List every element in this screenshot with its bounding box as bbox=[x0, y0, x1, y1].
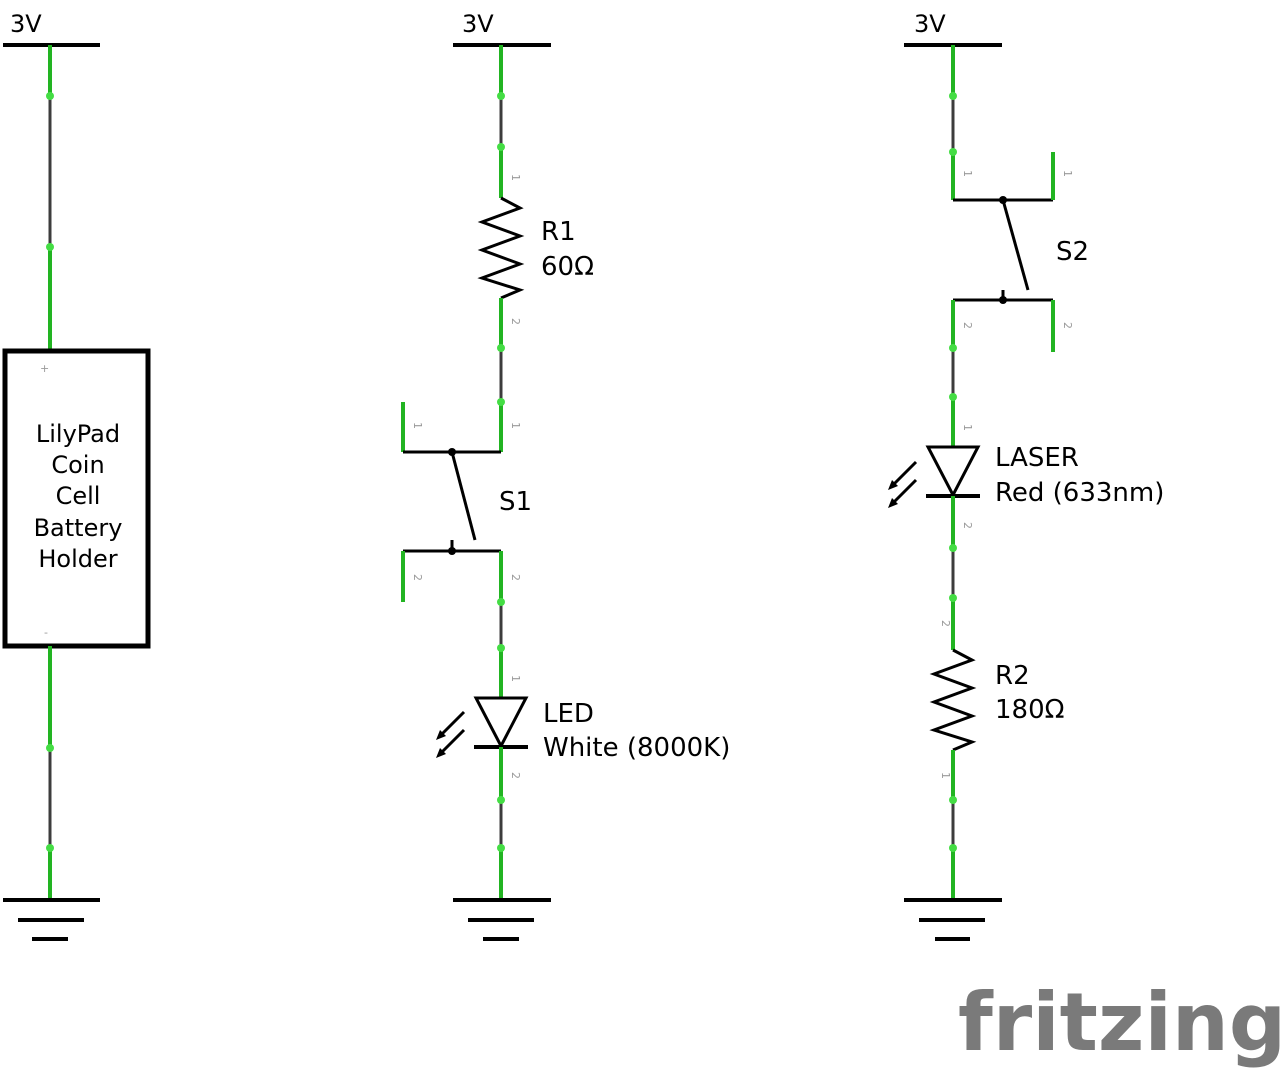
led-value: White (8000K) bbox=[543, 733, 730, 763]
battery-branch: 3V + - LilyPad Coin Cell Battery Holder bbox=[2, 10, 151, 941]
laser-name: LASER bbox=[995, 443, 1079, 473]
wire-node[interactable] bbox=[949, 796, 957, 804]
battery-plus-label: + bbox=[40, 362, 49, 375]
r1-pin-label: 2 bbox=[509, 318, 522, 325]
wire-node[interactable] bbox=[497, 344, 505, 352]
r2-value: 180Ω bbox=[995, 695, 1065, 725]
switch-s1[interactable] bbox=[401, 402, 503, 602]
battery-label-line: Battery bbox=[34, 514, 123, 542]
r2-pin-label: 2 bbox=[939, 620, 952, 627]
laser-branch: 3V 1 1 2 2 S2 bbox=[888, 10, 1164, 941]
battery-label-line: Coin bbox=[51, 451, 104, 479]
wire-node[interactable] bbox=[949, 92, 957, 100]
s1-pin-label: 1 bbox=[411, 422, 424, 429]
wire-node[interactable] bbox=[497, 796, 505, 804]
wire-node[interactable] bbox=[497, 92, 505, 100]
r1-value: 60Ω bbox=[541, 252, 594, 282]
ground-symbol-middle bbox=[453, 898, 551, 941]
s2-name: S2 bbox=[1056, 237, 1089, 267]
r1-name: R1 bbox=[541, 217, 576, 247]
wire-node[interactable] bbox=[949, 344, 957, 352]
wire-node[interactable] bbox=[497, 598, 505, 606]
laser-pin-label: 1 bbox=[961, 424, 974, 431]
resistor-r1[interactable] bbox=[477, 196, 525, 300]
ground-symbol-right bbox=[904, 898, 1002, 941]
led-branch: 3V 1 2 R1 60Ω 1 bbox=[401, 10, 730, 941]
supply-label-right: 3V bbox=[914, 10, 946, 38]
wire-node[interactable] bbox=[497, 398, 505, 406]
fritzing-logo: fritzing bbox=[958, 976, 1280, 1069]
wire-node[interactable] bbox=[46, 744, 54, 752]
s2-pin-label: 1 bbox=[961, 170, 974, 177]
resistor-r2[interactable] bbox=[929, 648, 977, 752]
r2-name: R2 bbox=[995, 661, 1030, 691]
wire-node[interactable] bbox=[949, 393, 957, 401]
s1-pin-label: 1 bbox=[509, 422, 522, 429]
battery-label-line: Holder bbox=[38, 545, 117, 573]
s2-pin-label: 1 bbox=[1061, 170, 1074, 177]
wire-node[interactable] bbox=[46, 243, 54, 251]
wire-node[interactable] bbox=[497, 644, 505, 652]
battery-label-line: Cell bbox=[56, 482, 101, 510]
s2-pin-label: 2 bbox=[961, 322, 974, 329]
wire-node[interactable] bbox=[949, 844, 957, 852]
wire-node[interactable] bbox=[497, 844, 505, 852]
battery-minus-label: - bbox=[44, 626, 48, 639]
led-pin-label: 2 bbox=[509, 772, 522, 779]
laser-value: Red (633nm) bbox=[995, 478, 1164, 508]
wire-node[interactable] bbox=[949, 148, 957, 156]
r2-pin-label: 1 bbox=[939, 772, 952, 779]
supply-label-left: 3V bbox=[10, 10, 42, 38]
ground-symbol-left bbox=[3, 898, 100, 941]
laser-diode-symbol[interactable] bbox=[888, 445, 981, 508]
r1-pin-label: 1 bbox=[509, 174, 522, 181]
wire-node[interactable] bbox=[949, 594, 957, 602]
led-pin-label: 1 bbox=[509, 675, 522, 682]
wire-node[interactable] bbox=[46, 844, 54, 852]
s1-pin-label: 2 bbox=[411, 574, 424, 581]
led-diode-symbol[interactable] bbox=[436, 696, 529, 758]
switch-s2[interactable] bbox=[953, 152, 1055, 352]
supply-label-middle: 3V bbox=[462, 10, 494, 38]
s1-pin-label: 2 bbox=[509, 574, 522, 581]
s2-pin-label: 2 bbox=[1061, 322, 1074, 329]
laser-pin-label: 2 bbox=[961, 522, 974, 529]
battery-holder-symbol[interactable] bbox=[2, 348, 151, 649]
battery-label-line: LilyPad bbox=[36, 420, 120, 448]
led-name: LED bbox=[543, 699, 594, 729]
s1-name: S1 bbox=[499, 487, 532, 517]
wire-node[interactable] bbox=[497, 143, 505, 151]
wire-node[interactable] bbox=[46, 92, 54, 100]
wire-node[interactable] bbox=[949, 544, 957, 552]
